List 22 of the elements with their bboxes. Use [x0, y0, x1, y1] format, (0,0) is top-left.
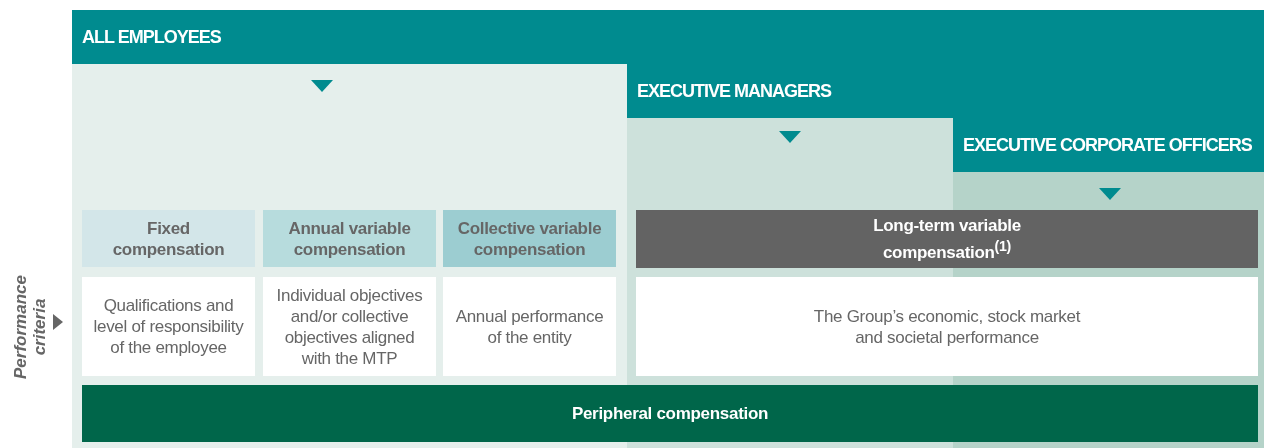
- group-title: EXECUTIVE CORPORATE OFFICERS: [953, 118, 1264, 172]
- axis-label: Performance criteria: [11, 274, 49, 381]
- group-title: ALL EMPLOYEES: [72, 10, 1264, 64]
- category-header: [443, 210, 616, 267]
- criteria-text: Individual objectives and/or collective objectives aligned with the MTP: [275, 284, 424, 369]
- criteria-box: [636, 277, 1258, 376]
- compensation-label: Long-term variable compensation$^{(1)}$: [872, 215, 1022, 263]
- compensation-label: Annual variable compensation: [287, 217, 412, 260]
- criteria-box: [443, 277, 616, 376]
- category-header: [263, 210, 436, 267]
- compensation-label: Peripheral compensation: [571, 403, 769, 424]
- compensation-label: Collective variable compensation: [456, 217, 603, 260]
- criteria-box: [263, 277, 436, 376]
- group-title: EXECUTIVE MANAGERS: [627, 64, 1264, 118]
- criteria-text: The Group’s economic, stock market and societal performance: [812, 305, 1082, 348]
- compensation-label: Fixed compensation: [111, 217, 226, 260]
- group-band: [72, 10, 1264, 448]
- criteria-text: Qualifications and level of responsibility of the employee: [93, 295, 244, 358]
- criteria-text: Annual performance of the entity: [454, 305, 605, 348]
- compensation-bar: [636, 210, 1258, 268]
- compensation-bar: [82, 385, 1258, 442]
- criteria-box: [82, 277, 255, 376]
